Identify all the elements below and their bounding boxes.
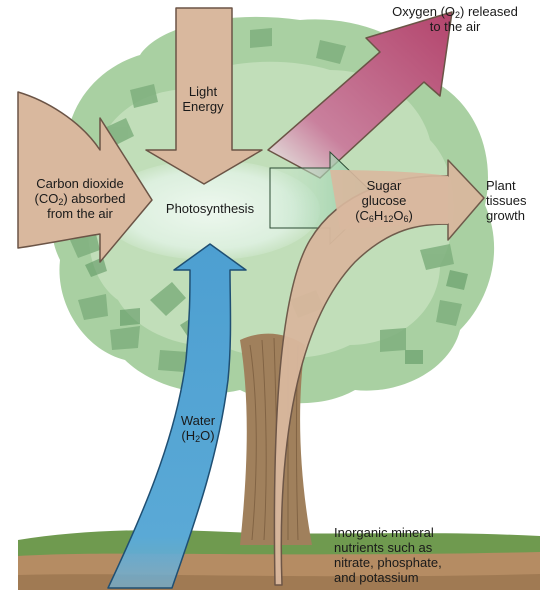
light-energy-label: Light Energy [170,84,236,114]
formula-text: H [374,208,383,223]
formula-subscript: 12 [383,214,393,224]
formula-text: ) [408,208,412,223]
formula-text: (C [355,208,369,223]
water-label: Water (H2O) [166,413,230,443]
glucose-formula: (C6H12O6) [336,208,432,223]
sugar-glucose-label: Sugar glucose (C6H12O6) [336,178,432,223]
formula-text: O [393,208,403,223]
plant-tissues-growth-label: Plant tissues growth [486,178,544,223]
carbon-dioxide-label: Carbon dioxide (CO2) absorbed from the a… [22,176,138,221]
oxygen-label: Oxygen (O2) released to the air [368,4,542,34]
mineral-nutrients-label: Inorganic mineral nutrients such as nitr… [334,525,484,585]
photosynthesis-label: Photosynthesis [148,201,272,216]
